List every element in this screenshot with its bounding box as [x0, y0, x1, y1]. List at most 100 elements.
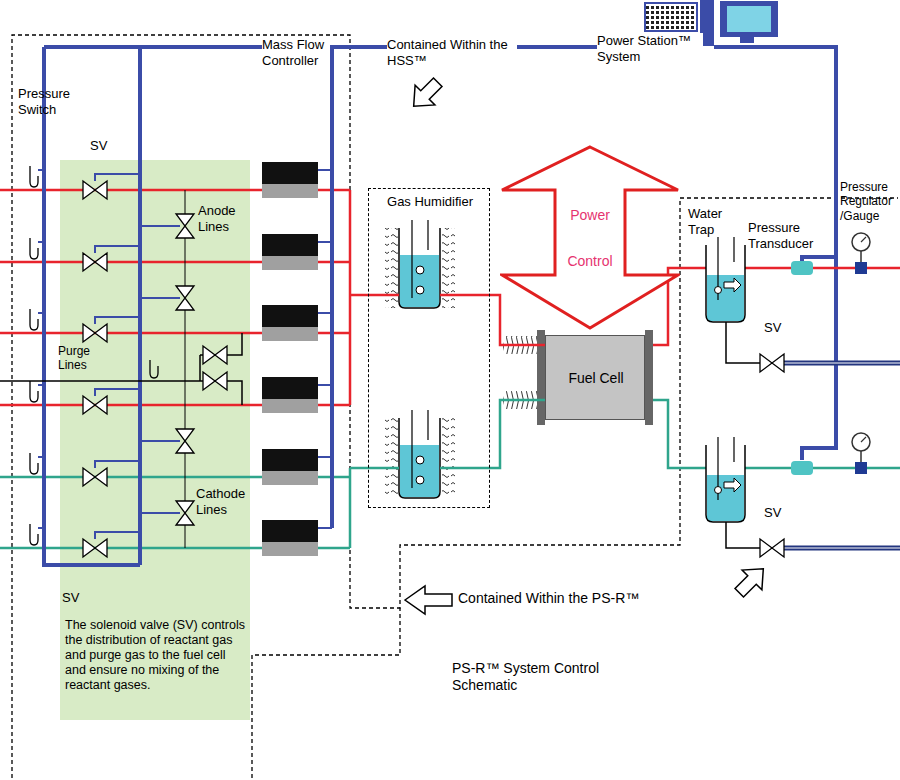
- valve-manifold: [176, 429, 194, 453]
- computer-icon: [645, 3, 697, 31]
- valve-manifold: [38, 169, 44, 171]
- valve-manifold: [318, 384, 332, 386]
- pressure-gauge: [855, 462, 867, 474]
- part-label: Purge Lines: [58, 344, 98, 372]
- enclosure-outline: [12, 35, 898, 778]
- drain-valve: [760, 354, 784, 557]
- gas-or-signal-line: [140, 47, 597, 160]
- valve-manifold: [38, 527, 44, 529]
- gas-or-signal-line: [490, 400, 545, 468]
- valve-manifold: [176, 286, 194, 310]
- valve-manifold: [44, 47, 332, 565]
- workstation-label: Power Station™ System: [597, 33, 703, 66]
- gas-humidifier: [399, 418, 440, 498]
- valve-manifold: [176, 501, 194, 525]
- valve-manifold: [30, 381, 38, 402]
- gas-humidifier: [399, 228, 440, 308]
- fuel-cell: Fuel Cell: [545, 335, 645, 420]
- valve-manifold: [262, 449, 318, 471]
- part-label: Contained Within the PS-R™: [458, 590, 688, 607]
- valve-manifold: [30, 238, 38, 259]
- gas-humidifier: [416, 456, 424, 464]
- pressure-gauge: [855, 262, 867, 274]
- valve-manifold: [203, 346, 227, 390]
- end-plate: [645, 330, 653, 425]
- part-label: SV: [62, 590, 92, 606]
- node-text: Control: [540, 253, 640, 270]
- schematic-caption: PS-R™ System Control Schematic: [452, 660, 637, 694]
- valve-manifold: [95, 317, 140, 324]
- water-trap: [707, 475, 744, 521]
- water-trap: [715, 287, 722, 294]
- valve-manifold: [262, 256, 318, 270]
- node-text: Gas Humidifier: [369, 194, 491, 210]
- pressure-gauge: [860, 251, 862, 462]
- valve-manifold: [0, 333, 242, 405]
- drain-valve: [784, 363, 900, 548]
- gas-humidifier: [416, 286, 424, 294]
- part-label: Pressure Switch: [18, 86, 80, 117]
- callout-arrow: [404, 72, 448, 116]
- valve-manifold: [262, 471, 318, 485]
- valve-manifold: [262, 327, 318, 341]
- valve-manifold: [38, 312, 44, 314]
- valve-manifold: [38, 456, 44, 458]
- node-text: The solenoid valve (SV) controls the dis…: [65, 618, 245, 693]
- valve-manifold: [140, 297, 180, 299]
- pressure-transducer: [791, 261, 813, 275]
- valve-manifold: [262, 399, 318, 413]
- part-label: SV: [90, 138, 120, 154]
- part-label: Water Trap: [688, 206, 738, 237]
- valve-manifold: [262, 234, 318, 256]
- valve-manifold: [30, 524, 38, 545]
- double-arrow-outline: [502, 147, 678, 328]
- valve-manifold: [318, 241, 332, 243]
- computer-icon: [720, 1, 778, 37]
- pressure-gauge: [852, 233, 870, 474]
- valve-manifold: [318, 169, 332, 171]
- drain-valve: [784, 363, 900, 548]
- part-label: Pressure Transducer: [748, 220, 832, 251]
- callout-arrow: [405, 586, 452, 614]
- part-label: SV: [764, 320, 794, 336]
- part-label: Anode Lines: [198, 203, 250, 234]
- valve-manifold: [262, 305, 318, 327]
- part-label: Pressure Regulator /Gauge: [840, 180, 898, 223]
- drain-valve: [726, 322, 900, 557]
- water-trap: [706, 245, 745, 322]
- gas-humidifier: [400, 255, 439, 307]
- control-cable: [714, 47, 836, 460]
- solenoid-panel: The solenoid valve (SV) controls the dis…: [60, 160, 250, 720]
- node-text: Contained Within the HSS™: [387, 37, 517, 68]
- valve-manifold: [350, 468, 399, 548]
- part-label: SV: [764, 505, 794, 521]
- water-trap: [706, 445, 745, 522]
- gas-line: [440, 268, 900, 468]
- gas-line: [653, 400, 900, 468]
- valve-manifold: [140, 512, 180, 514]
- gas-humidifier: [385, 418, 398, 498]
- water-trap: [715, 487, 722, 494]
- valve-manifold: [262, 162, 318, 184]
- gas-humidifier: [442, 418, 455, 498]
- node-text: Fuel Cell: [546, 370, 646, 387]
- valve-manifold: [262, 542, 318, 556]
- gas-humidifier: [412, 220, 428, 298]
- valve-manifold: [95, 461, 140, 468]
- valve-manifold: [95, 389, 140, 396]
- valve-manifold: [95, 174, 140, 181]
- computer-icon: [740, 37, 754, 43]
- part-label: Mass Flow Controller: [262, 37, 330, 68]
- pressure-transducer: [791, 261, 813, 475]
- node-text: Power: [540, 207, 640, 224]
- control-cable: [714, 47, 836, 460]
- node-text: Power Station™ System: [597, 33, 703, 64]
- water-trap: [706, 237, 745, 522]
- valve-manifold: [262, 184, 318, 198]
- valve-manifold: [83, 181, 107, 199]
- valve-manifold: [262, 520, 318, 542]
- callout-arrow: [729, 559, 773, 603]
- flexible-hose: [503, 336, 539, 409]
- valve-manifold: [0, 47, 399, 565]
